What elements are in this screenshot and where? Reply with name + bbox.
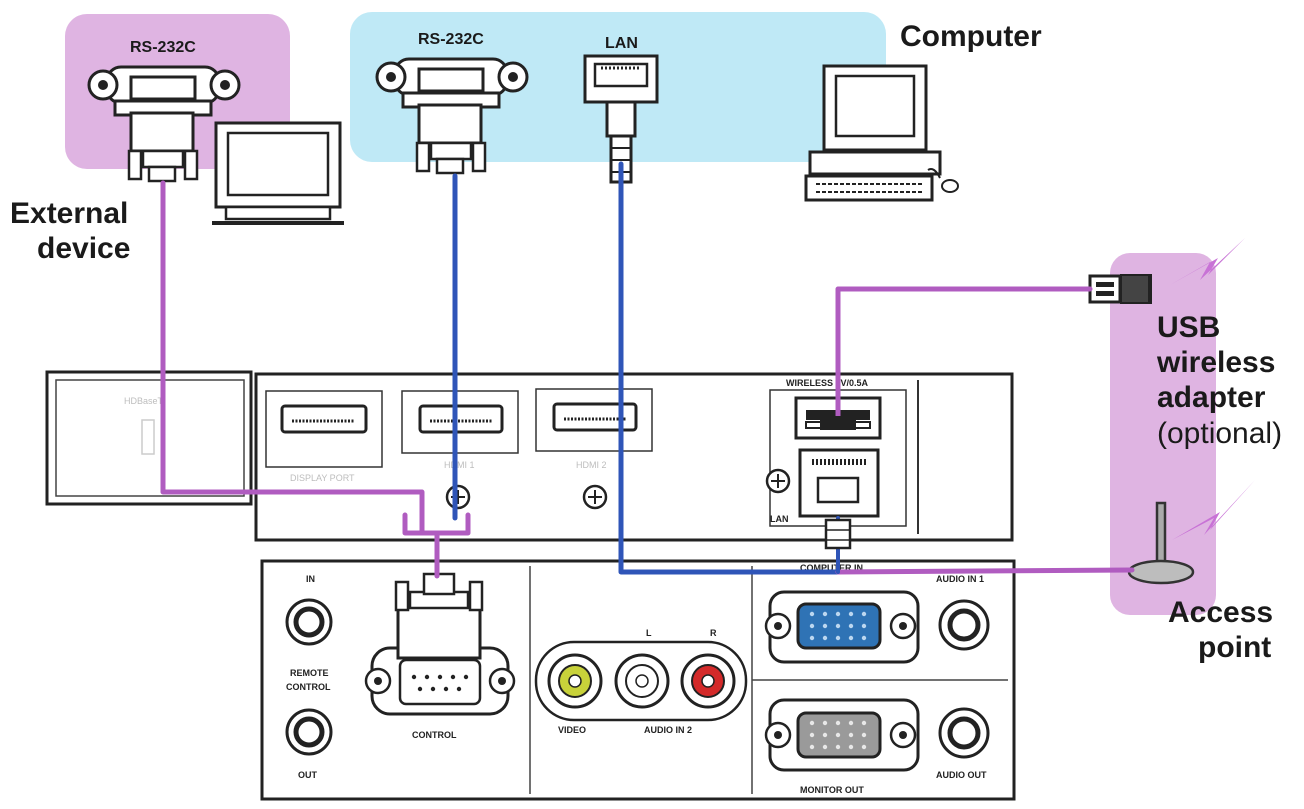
hdmi2-label: HDMI 2 <box>576 460 607 470</box>
remote-control-label-line2: CONTROL <box>286 682 331 692</box>
usb-adapter-cable <box>835 286 1093 421</box>
usb-label-line1: USB <box>1157 311 1220 344</box>
desktop-computer-icon <box>804 64 959 202</box>
video-jack <box>547 653 603 709</box>
hdbaset-port-label: HDBaseT <box>124 396 164 406</box>
db9-connector-icon <box>375 57 529 175</box>
audio-in1-label: AUDIO IN 1 <box>936 574 984 584</box>
lan-port <box>798 448 880 518</box>
computer-lan-label: LAN <box>605 35 638 52</box>
computer-rs232c-label: RS-232C <box>418 31 484 48</box>
display-port-connector <box>265 390 383 468</box>
audio-r-label: R <box>710 628 717 638</box>
lan-cable <box>618 161 841 575</box>
wireless-port-label: WIRELESS 5V/0.5A <box>786 378 869 388</box>
computer-label: Computer <box>900 20 1042 53</box>
remote-out-jack <box>285 708 333 756</box>
hdmi2-connector <box>535 388 653 452</box>
usb-adapter-panel <box>1110 253 1216 615</box>
screw-icon <box>445 484 471 510</box>
hdmi1-label: HDMI 1 <box>444 460 475 470</box>
access-point-label-line2: point <box>1198 631 1271 664</box>
external-rs232c-cable <box>160 180 425 536</box>
computer-in-port <box>764 590 920 664</box>
external-rs232c-label: RS-232C <box>130 39 196 56</box>
screw-icon <box>765 468 791 494</box>
db9-connector-icon <box>87 65 241 183</box>
remote-in-label: IN <box>306 574 315 584</box>
control-cable-bracket <box>402 512 471 579</box>
monitor-icon <box>212 121 344 225</box>
audio-l-jack <box>614 653 670 709</box>
rj45-connector-icon <box>583 54 659 184</box>
computer-in-label: COMPUTER IN <box>800 563 863 573</box>
audio-l-label: L <box>646 628 652 638</box>
remote-in-jack <box>285 598 333 646</box>
audio-r-jack <box>680 653 736 709</box>
lan-to-access-point-cable <box>835 567 1135 575</box>
external-device-label-line2: device <box>37 232 130 265</box>
audio-out-jack <box>938 707 990 759</box>
display-port-label: DISPLAY PORT <box>290 473 355 483</box>
usb-label-line2: wireless <box>1156 346 1275 379</box>
remote-control-label-line1: REMOTE <box>290 668 329 678</box>
remote-out-label: OUT <box>298 770 318 780</box>
access-point-icon <box>1127 501 1195 585</box>
control-port <box>364 646 516 716</box>
rj45-connector-icon <box>824 518 852 550</box>
usb-label-line3: adapter <box>1157 381 1266 414</box>
screw-icon <box>582 484 608 510</box>
audio-out-label: AUDIO OUT <box>936 770 987 780</box>
access-point-label-line1: Access <box>1168 596 1273 629</box>
audio-in1-jack <box>938 599 990 651</box>
monitor-out-label: MONITOR OUT <box>800 785 864 795</box>
monitor-out-port <box>764 698 920 772</box>
control-label: CONTROL <box>412 730 457 740</box>
hdmi1-connector <box>401 390 519 454</box>
external-device-label-line1: External <box>10 197 128 230</box>
video-label: VIDEO <box>558 725 586 735</box>
lan-port-label: LAN <box>770 514 789 524</box>
usb-adapter-icon <box>1088 274 1152 304</box>
audio-in2-label: AUDIO IN 2 <box>644 725 692 735</box>
usb-plug-icon <box>820 416 856 430</box>
usb-label-line4: (optional) <box>1157 417 1282 450</box>
db9-connector-icon <box>394 572 484 660</box>
hdbaset-panel: HDBaseT <box>45 370 253 506</box>
